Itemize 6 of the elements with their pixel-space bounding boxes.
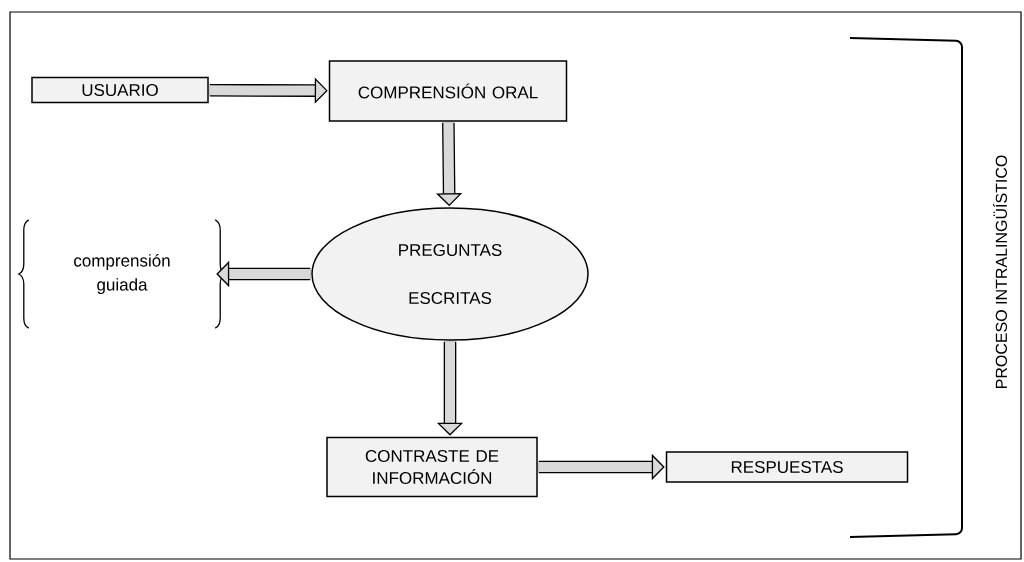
process-box: COMPRENSIÓN ORAL [328,60,568,122]
braced-text: comprensión guiada [18,219,226,329]
process-box: RESPUESTAS [665,451,909,483]
process-box: CONTRASTE DE INFORMACIÓN [326,436,538,498]
process-box: USUARIO [31,76,209,104]
side-label: PROCESO INTRALINGÜÍSTICO [993,155,1008,389]
